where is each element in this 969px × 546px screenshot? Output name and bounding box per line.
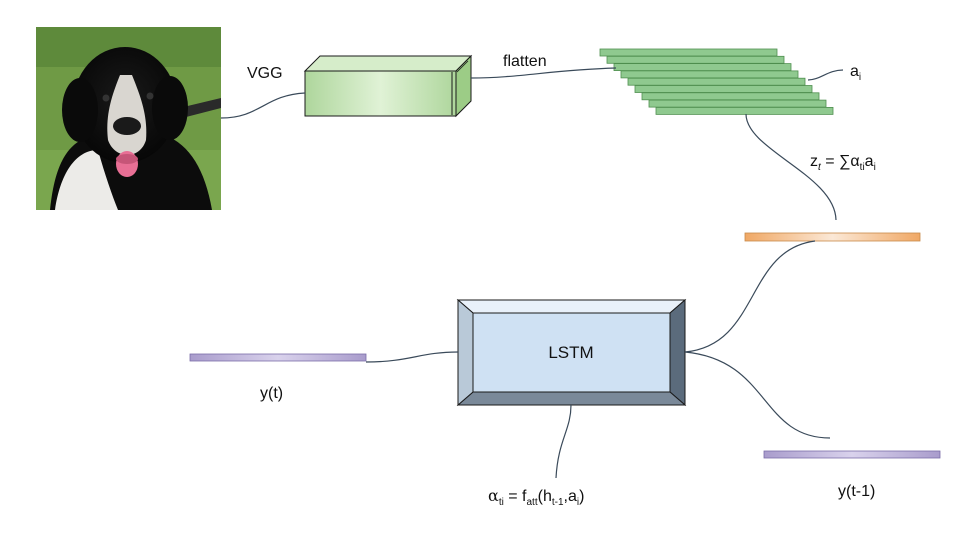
wire-yt-to-lstm (365, 351, 459, 363)
feature-vector-bar (641, 92, 820, 101)
wire-lstm-to-context (684, 240, 816, 353)
wire-image-to-vgg (220, 92, 306, 119)
wire-vgg-to-features (470, 67, 617, 79)
context-equation: zt = ∑αtiai (810, 153, 876, 173)
attention-equation: αti = fatt(ht-1,ai) (488, 486, 584, 508)
feature-vector-bar (606, 55, 785, 64)
y-t-label: y(t) (260, 385, 283, 402)
wire-lstm-to-yt1 (684, 351, 831, 439)
flatten-label: flatten (503, 53, 547, 70)
feature-vector-bar (634, 85, 813, 93)
feature-vector-bar (599, 48, 778, 57)
feature-vector-bar (620, 70, 799, 79)
feature-vector-bar (655, 107, 834, 115)
vgg-label: VGG (247, 65, 283, 82)
feature-vector-bar (613, 63, 792, 71)
feature-label: ai (850, 63, 861, 83)
output-vector-y-t (189, 353, 367, 362)
context-vector-bar (744, 232, 921, 242)
lstm-label: LSTM (548, 343, 593, 362)
feature-vector-bar (648, 99, 827, 108)
vgg-block (303, 54, 473, 118)
wire-features-label (807, 69, 844, 81)
lstm-block: LSTM (456, 298, 687, 407)
output-vector-y-t-minus-1 (763, 450, 941, 459)
dog-photo (36, 27, 221, 210)
feature-vector-bar (627, 77, 806, 86)
wire-features-to-context (745, 113, 837, 221)
y-t-minus-1-label: y(t-1) (838, 483, 875, 500)
wire-lstm-to-attention (555, 404, 572, 479)
feature-vector-stack (599, 48, 834, 115)
